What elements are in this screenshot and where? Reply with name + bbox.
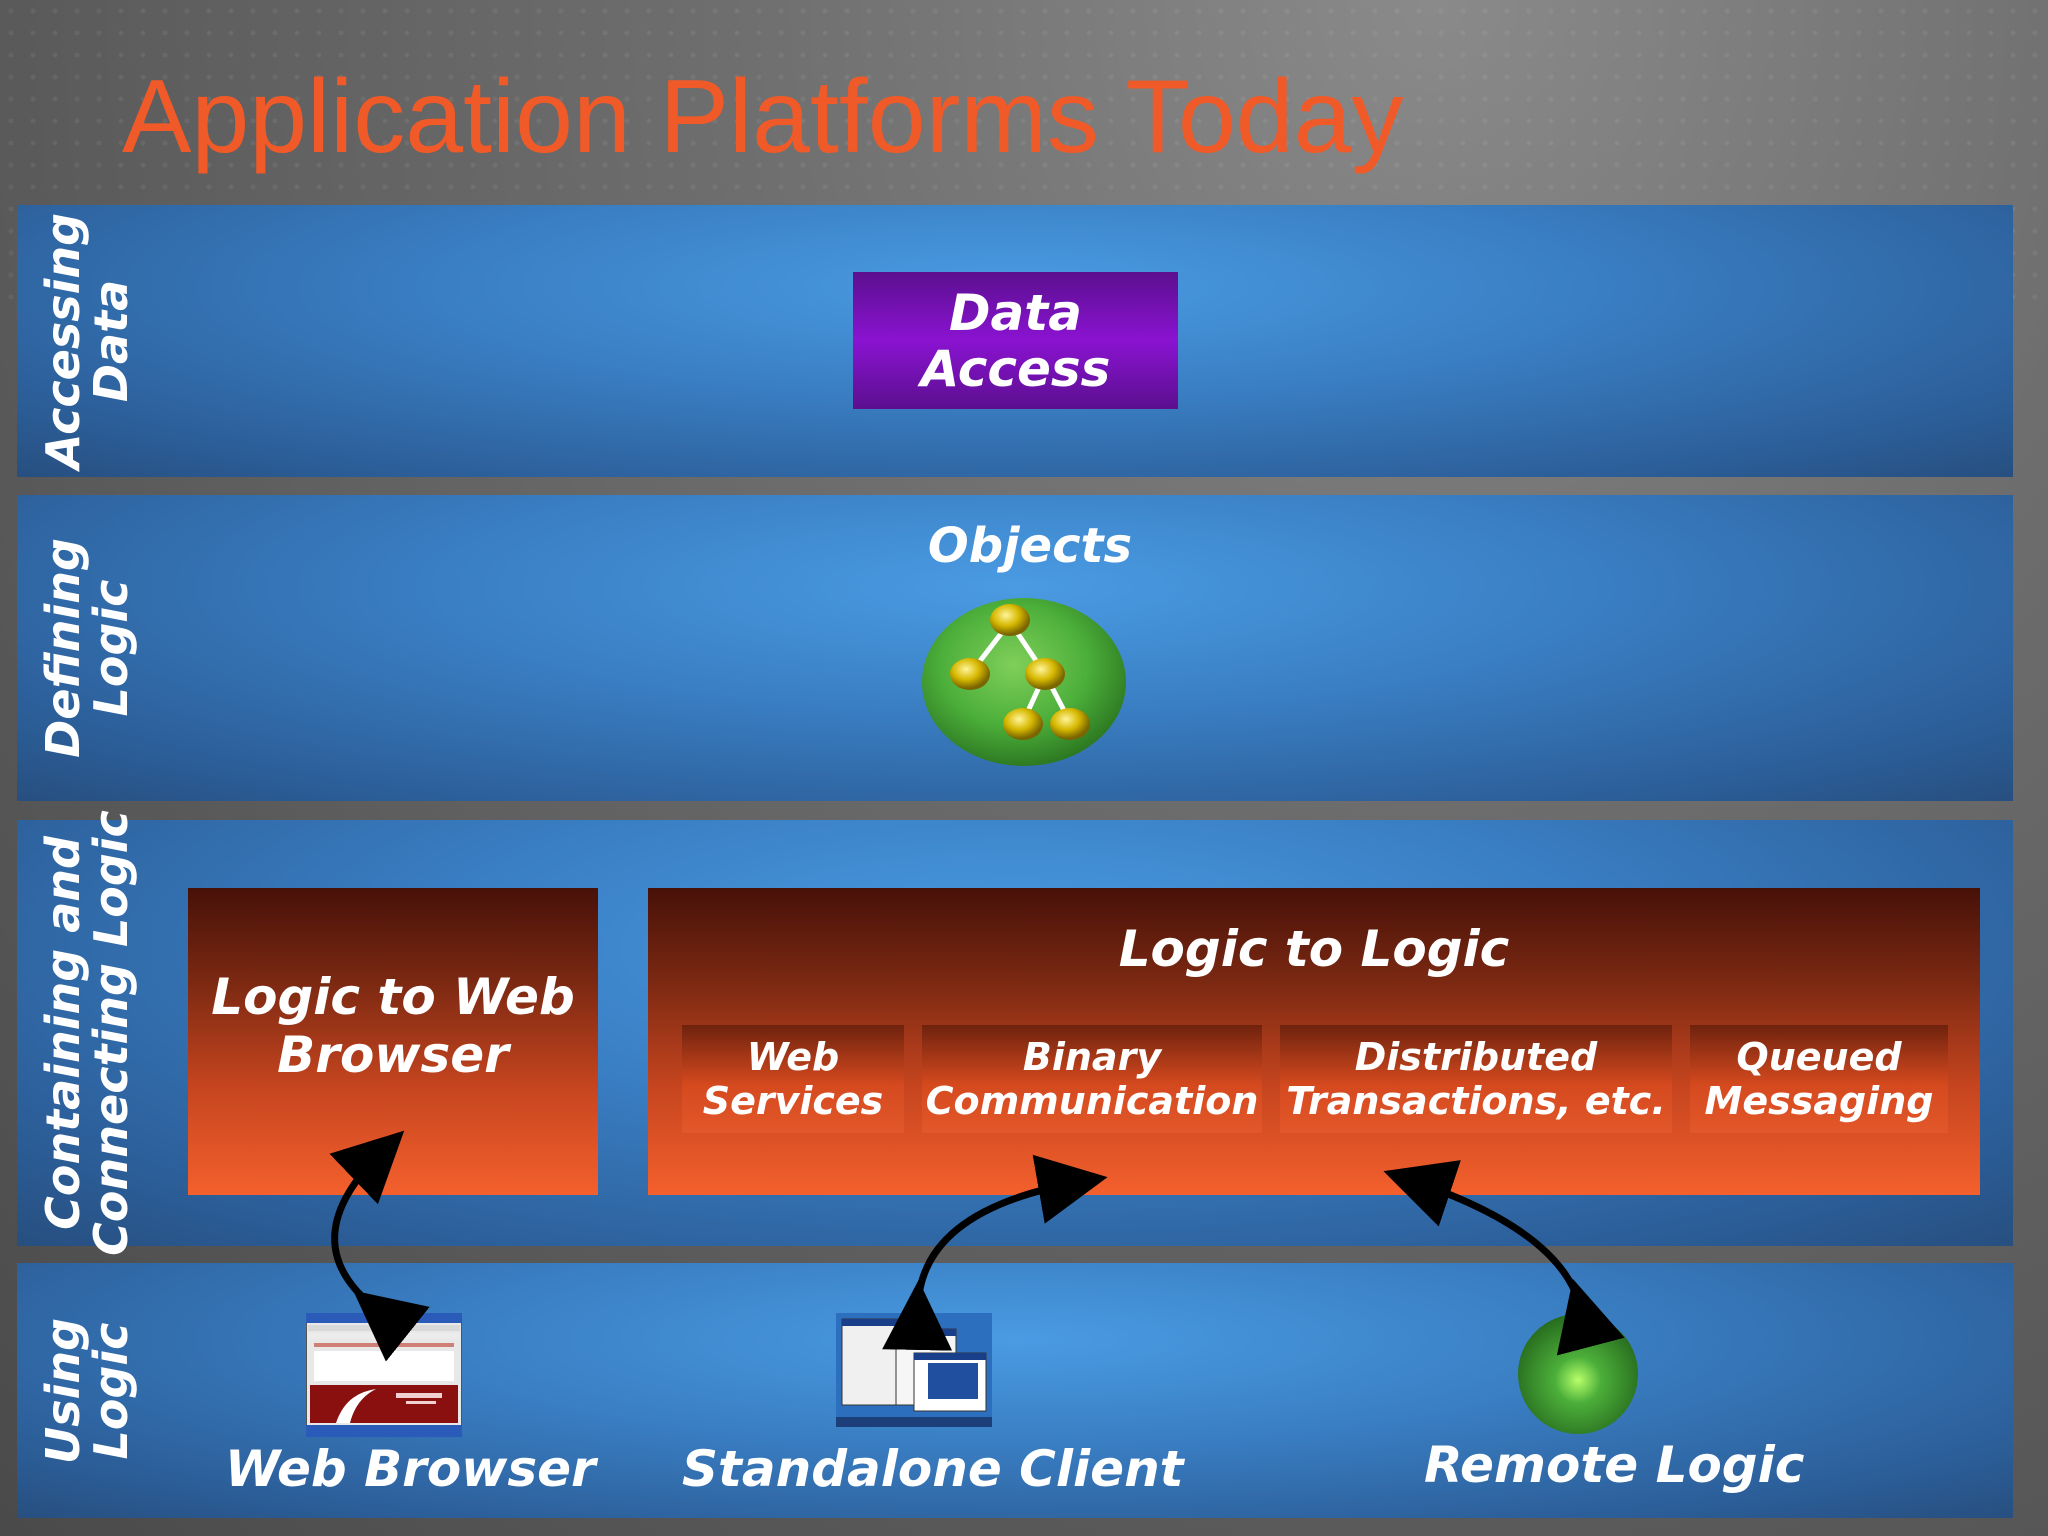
page-title: Application Platforms Today: [122, 59, 1404, 175]
sub-label-line1: Web: [746, 1035, 840, 1079]
label-remote-logic: Remote Logic: [1424, 1436, 1805, 1494]
label-standalone-client: Standalone Client: [682, 1440, 1184, 1498]
distributed-transactions-box: Distributed Transactions, etc.: [1280, 1025, 1672, 1133]
logic-to-web-line1: Logic to Web: [211, 968, 575, 1026]
objects-label: Objects: [927, 518, 1133, 574]
sub-label-line1: Binary: [1022, 1035, 1162, 1079]
data-access-box: Data Access: [853, 272, 1178, 409]
logic-to-logic-title: Logic to Logic: [1118, 920, 1510, 978]
logic-to-web-line2: Browser: [277, 1026, 509, 1084]
sub-label-line2: Transactions, etc.: [1286, 1079, 1666, 1123]
sub-label-line2: Services: [702, 1079, 884, 1123]
queued-messaging-box: Queued Messaging: [1690, 1025, 1948, 1133]
arrow-remote-logic: [1383, 1160, 1625, 1356]
data-access-line1: Data: [949, 283, 1082, 342]
object-tree-icon: [922, 598, 1126, 766]
sub-label-line2: Messaging: [1704, 1079, 1934, 1123]
logic-to-web-browser-title: Logic to Web Browser: [188, 968, 598, 1084]
sub-label-line1: Queued: [1736, 1035, 1902, 1079]
sub-label-line1: Distributed: [1354, 1035, 1598, 1079]
web-services-box: Web Services: [682, 1025, 904, 1133]
arrow-standalone-client: [882, 1154, 1108, 1351]
arrow-web-browser: [329, 1130, 430, 1362]
data-access-line2: Access: [920, 339, 1111, 398]
binary-communication-box: Binary Communication: [922, 1025, 1262, 1133]
label-web-browser: Web Browser: [225, 1440, 596, 1498]
sub-label-line2: Communication: [925, 1079, 1259, 1123]
